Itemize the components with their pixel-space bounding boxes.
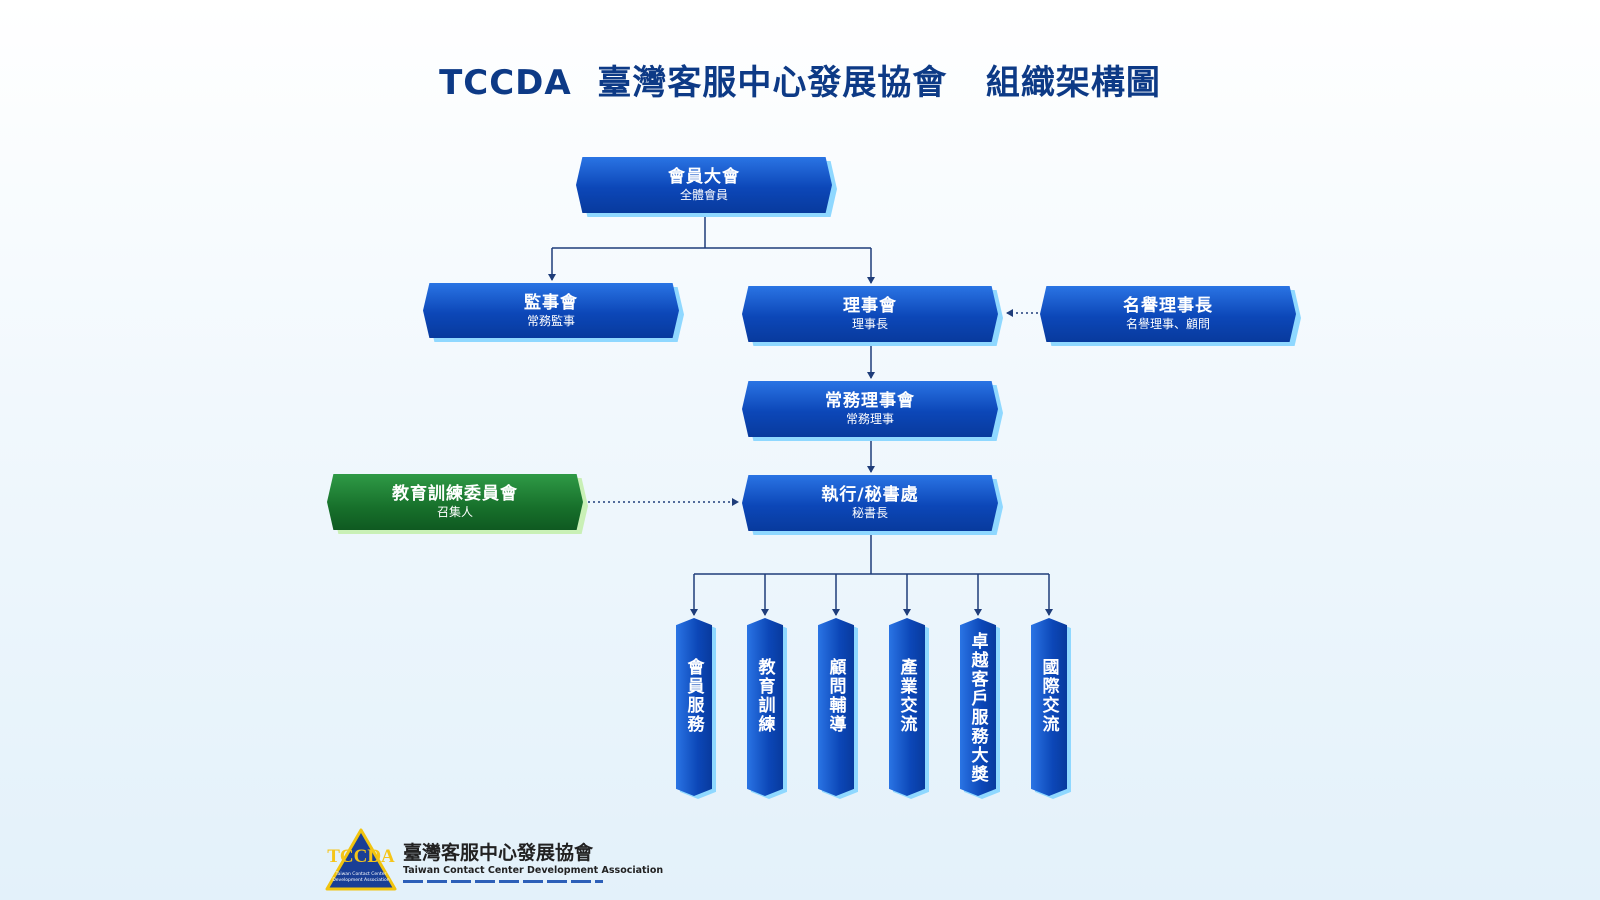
node-education-committee-subtitle: 召集人 xyxy=(436,505,473,519)
department-label: 顧問輔導 xyxy=(825,658,846,734)
logo-name-english: Taiwan Contact Center Development Associ… xyxy=(403,865,664,876)
department-label: 教育訓練 xyxy=(754,658,775,734)
node-honorary-chair-title: 名譽理事長 xyxy=(1123,296,1213,316)
logo-mark-text: TCCDA xyxy=(327,846,395,867)
department-consulting: 顧問輔導 xyxy=(818,618,854,796)
department-service-awards: 卓越客戶服務大獎 xyxy=(960,618,996,796)
logo-name-chinese: 臺灣客服中心發展協會 xyxy=(403,842,594,864)
node-general-assembly-title: 會員大會 xyxy=(668,167,740,187)
department-label: 卓越客戶服務大獎 xyxy=(967,632,988,784)
node-supervisors-title: 監事會 xyxy=(524,292,578,313)
node-honorary-chair-subtitle: 名譽理事、顧問 xyxy=(1125,317,1210,331)
node-directors: 理事會 理事長 xyxy=(742,286,998,342)
node-honorary-chair: 名譽理事長 名譽理事、顧問 xyxy=(1040,286,1296,342)
node-standing-directors-title: 常務理事會 xyxy=(825,391,915,411)
node-general-assembly-subtitle: 全體會員 xyxy=(679,188,728,202)
node-directors-subtitle: 理事長 xyxy=(851,317,888,331)
node-directors-title: 理事會 xyxy=(843,296,897,316)
node-standing-directors-subtitle: 常務理事 xyxy=(845,412,894,426)
footer-logo: TCCDA Taiwan Contact Center Development … xyxy=(325,828,663,892)
node-standing-directors: 常務理事會 常務理事 xyxy=(742,381,998,437)
department-industry-exchange: 產業交流 xyxy=(889,618,925,796)
department-label: 產業交流 xyxy=(896,658,917,734)
node-general-assembly: 會員大會 全體會員 xyxy=(576,157,832,213)
department-member-services: 會員服務 xyxy=(676,618,712,796)
logo-mark-subtext-1: Taiwan Contact Center xyxy=(335,871,387,877)
node-secretariat-subtitle: 秘書長 xyxy=(851,506,888,520)
node-supervisors-subtitle: 常務監事 xyxy=(526,313,575,328)
department-label: 國際交流 xyxy=(1038,658,1059,734)
node-secretariat-title: 執行/秘書處 xyxy=(821,485,919,505)
department-international-exchange: 國際交流 xyxy=(1031,618,1067,796)
logo-underline xyxy=(403,880,603,883)
node-education-committee-title: 教育訓練委員會 xyxy=(392,484,518,504)
logo-mark-subtext-2: Development Association xyxy=(332,877,389,883)
node-secretariat: 執行/秘書處 秘書長 xyxy=(742,475,998,531)
page-title: TCCDA 臺灣客服中心發展協會 組織架構圖 xyxy=(439,63,1161,103)
node-education-committee: 教育訓練委員會 召集人 xyxy=(327,474,583,530)
node-supervisors: 監事會 常務監事 xyxy=(423,283,679,338)
department-label: 會員服務 xyxy=(683,658,704,734)
tccda-logo-icon: TCCDA Taiwan Contact Center Development … xyxy=(325,828,397,891)
department-education-training: 教育訓練 xyxy=(747,618,783,796)
